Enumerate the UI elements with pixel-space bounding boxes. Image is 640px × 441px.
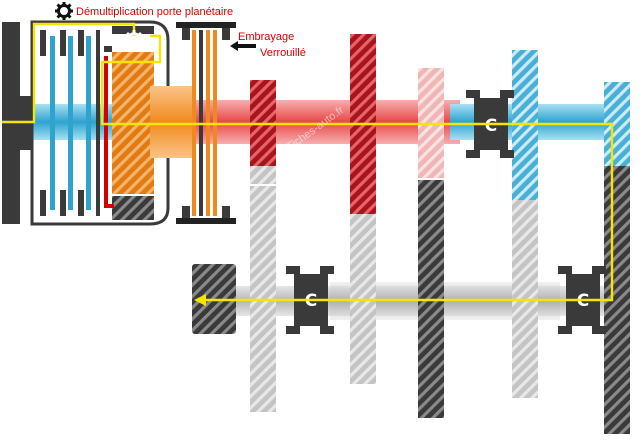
gear-icon bbox=[124, 30, 144, 50]
arrow-left-icon bbox=[194, 294, 206, 306]
title-gear-icon bbox=[55, 2, 73, 20]
synchro-label-main: C bbox=[485, 116, 497, 136]
planetary-carrier bbox=[150, 86, 194, 158]
clutch-label-line1: Embrayage bbox=[238, 31, 294, 43]
clutch-label-line2: Verrouillé bbox=[260, 47, 306, 59]
planet-gear-bottom bbox=[112, 196, 154, 220]
main-gear-1-lower bbox=[250, 166, 276, 184]
clutch-arrow-icon bbox=[230, 41, 256, 51]
power-flow-path bbox=[2, 22, 614, 302]
planetary-title: Démultiplication porte planétaire bbox=[76, 6, 233, 18]
